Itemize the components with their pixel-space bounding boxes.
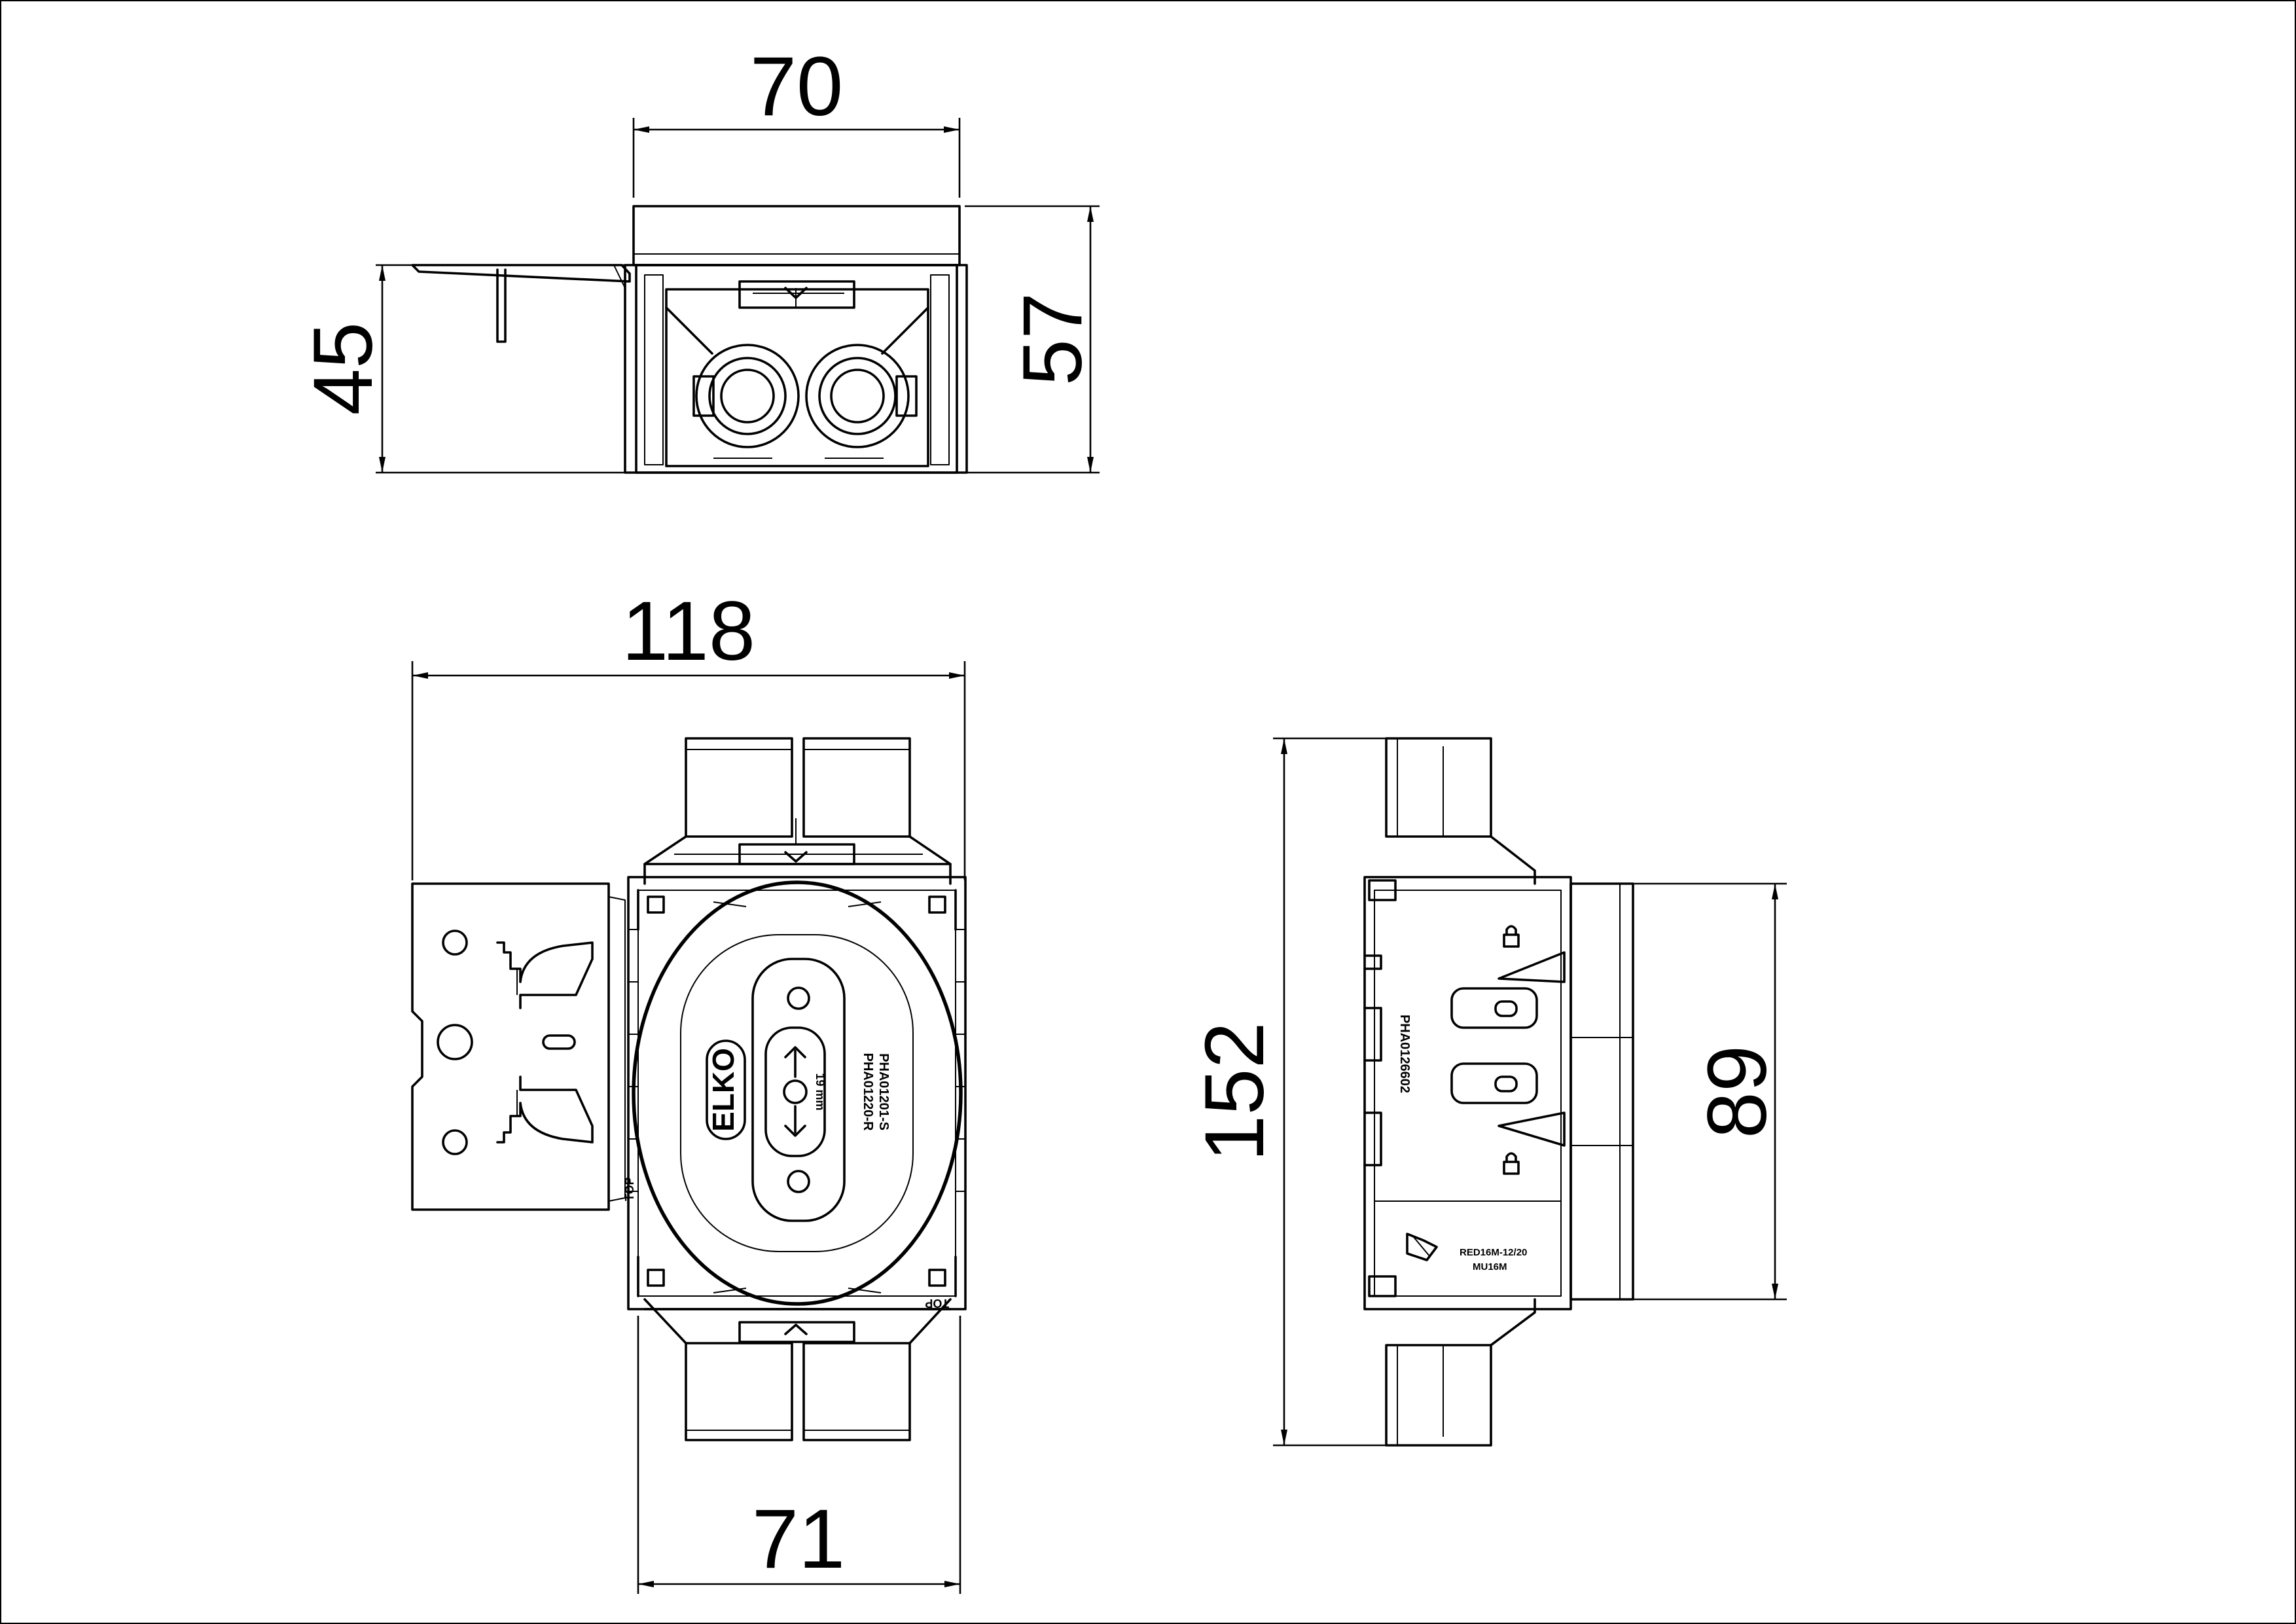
top-cable-gland-left (695, 344, 800, 448)
top-cable-gland-right (805, 344, 910, 448)
lock-icon (1503, 1152, 1520, 1175)
dimension-front-bottom-width-text: 71 (752, 1492, 845, 1586)
front-view: 118 71 (411, 585, 967, 1594)
side-label-line-1: RED16M-12/20 (1460, 1247, 1527, 1258)
front-box: TOP TOP (623, 843, 967, 1343)
top-body (624, 205, 968, 474)
part-number-a: PHA01220-R (861, 1053, 875, 1132)
side-tubes (1385, 737, 1536, 1447)
top-mark-right: TOP (925, 1297, 949, 1310)
front-oval-cover: 19 mm ELKO PHA01220-R PHA01201-S (632, 880, 963, 1306)
dimension-side-height: 152 (1188, 737, 1391, 1447)
lock-icon (1503, 925, 1520, 948)
dimension-side-depth: 89 (1633, 882, 1787, 1301)
dimension-top-width-text: 70 (750, 40, 843, 134)
side-view: 152 89 (1188, 737, 1787, 1447)
dimension-top-left-height: 45 (296, 264, 625, 474)
side-label-line-2: MU16M (1473, 1261, 1507, 1272)
front-mounting-bracket (411, 882, 626, 1211)
dimension-top-right-height-text: 57 (1006, 293, 1100, 386)
front-bottom-tubes (643, 1298, 952, 1441)
side-body: PHA0126602 RED16M-12/20 MU16M (1363, 876, 1634, 1310)
elko-logo: ELKO (706, 1039, 746, 1140)
side-label: RED16M-12/20 MU16M (1406, 1233, 1527, 1272)
top-view: 70 45 57 (296, 40, 1100, 474)
side-part-number: PHA0126602 (1397, 1015, 1412, 1093)
gauge-label: 19 mm (814, 1073, 827, 1110)
top-mark-left: TOP (623, 1177, 636, 1201)
dimension-top-left-height-text: 45 (296, 322, 390, 415)
dimension-front-width: 118 (411, 585, 966, 880)
part-number-b: PHA01201-S (876, 1053, 891, 1130)
dimension-front-bottom-width: 71 (637, 1316, 961, 1594)
elko-logo-text: ELKO (706, 1048, 740, 1132)
dimension-top-width: 70 (632, 40, 961, 198)
dimension-side-depth-text: 89 (1691, 1045, 1784, 1138)
dimension-side-height-text: 152 (1188, 1022, 1282, 1162)
front-top-tubes (643, 737, 952, 885)
top-mounting-bracket (411, 264, 631, 343)
dimension-top-right-height: 57 (965, 205, 1100, 474)
dimension-front-width-text: 118 (622, 585, 755, 678)
